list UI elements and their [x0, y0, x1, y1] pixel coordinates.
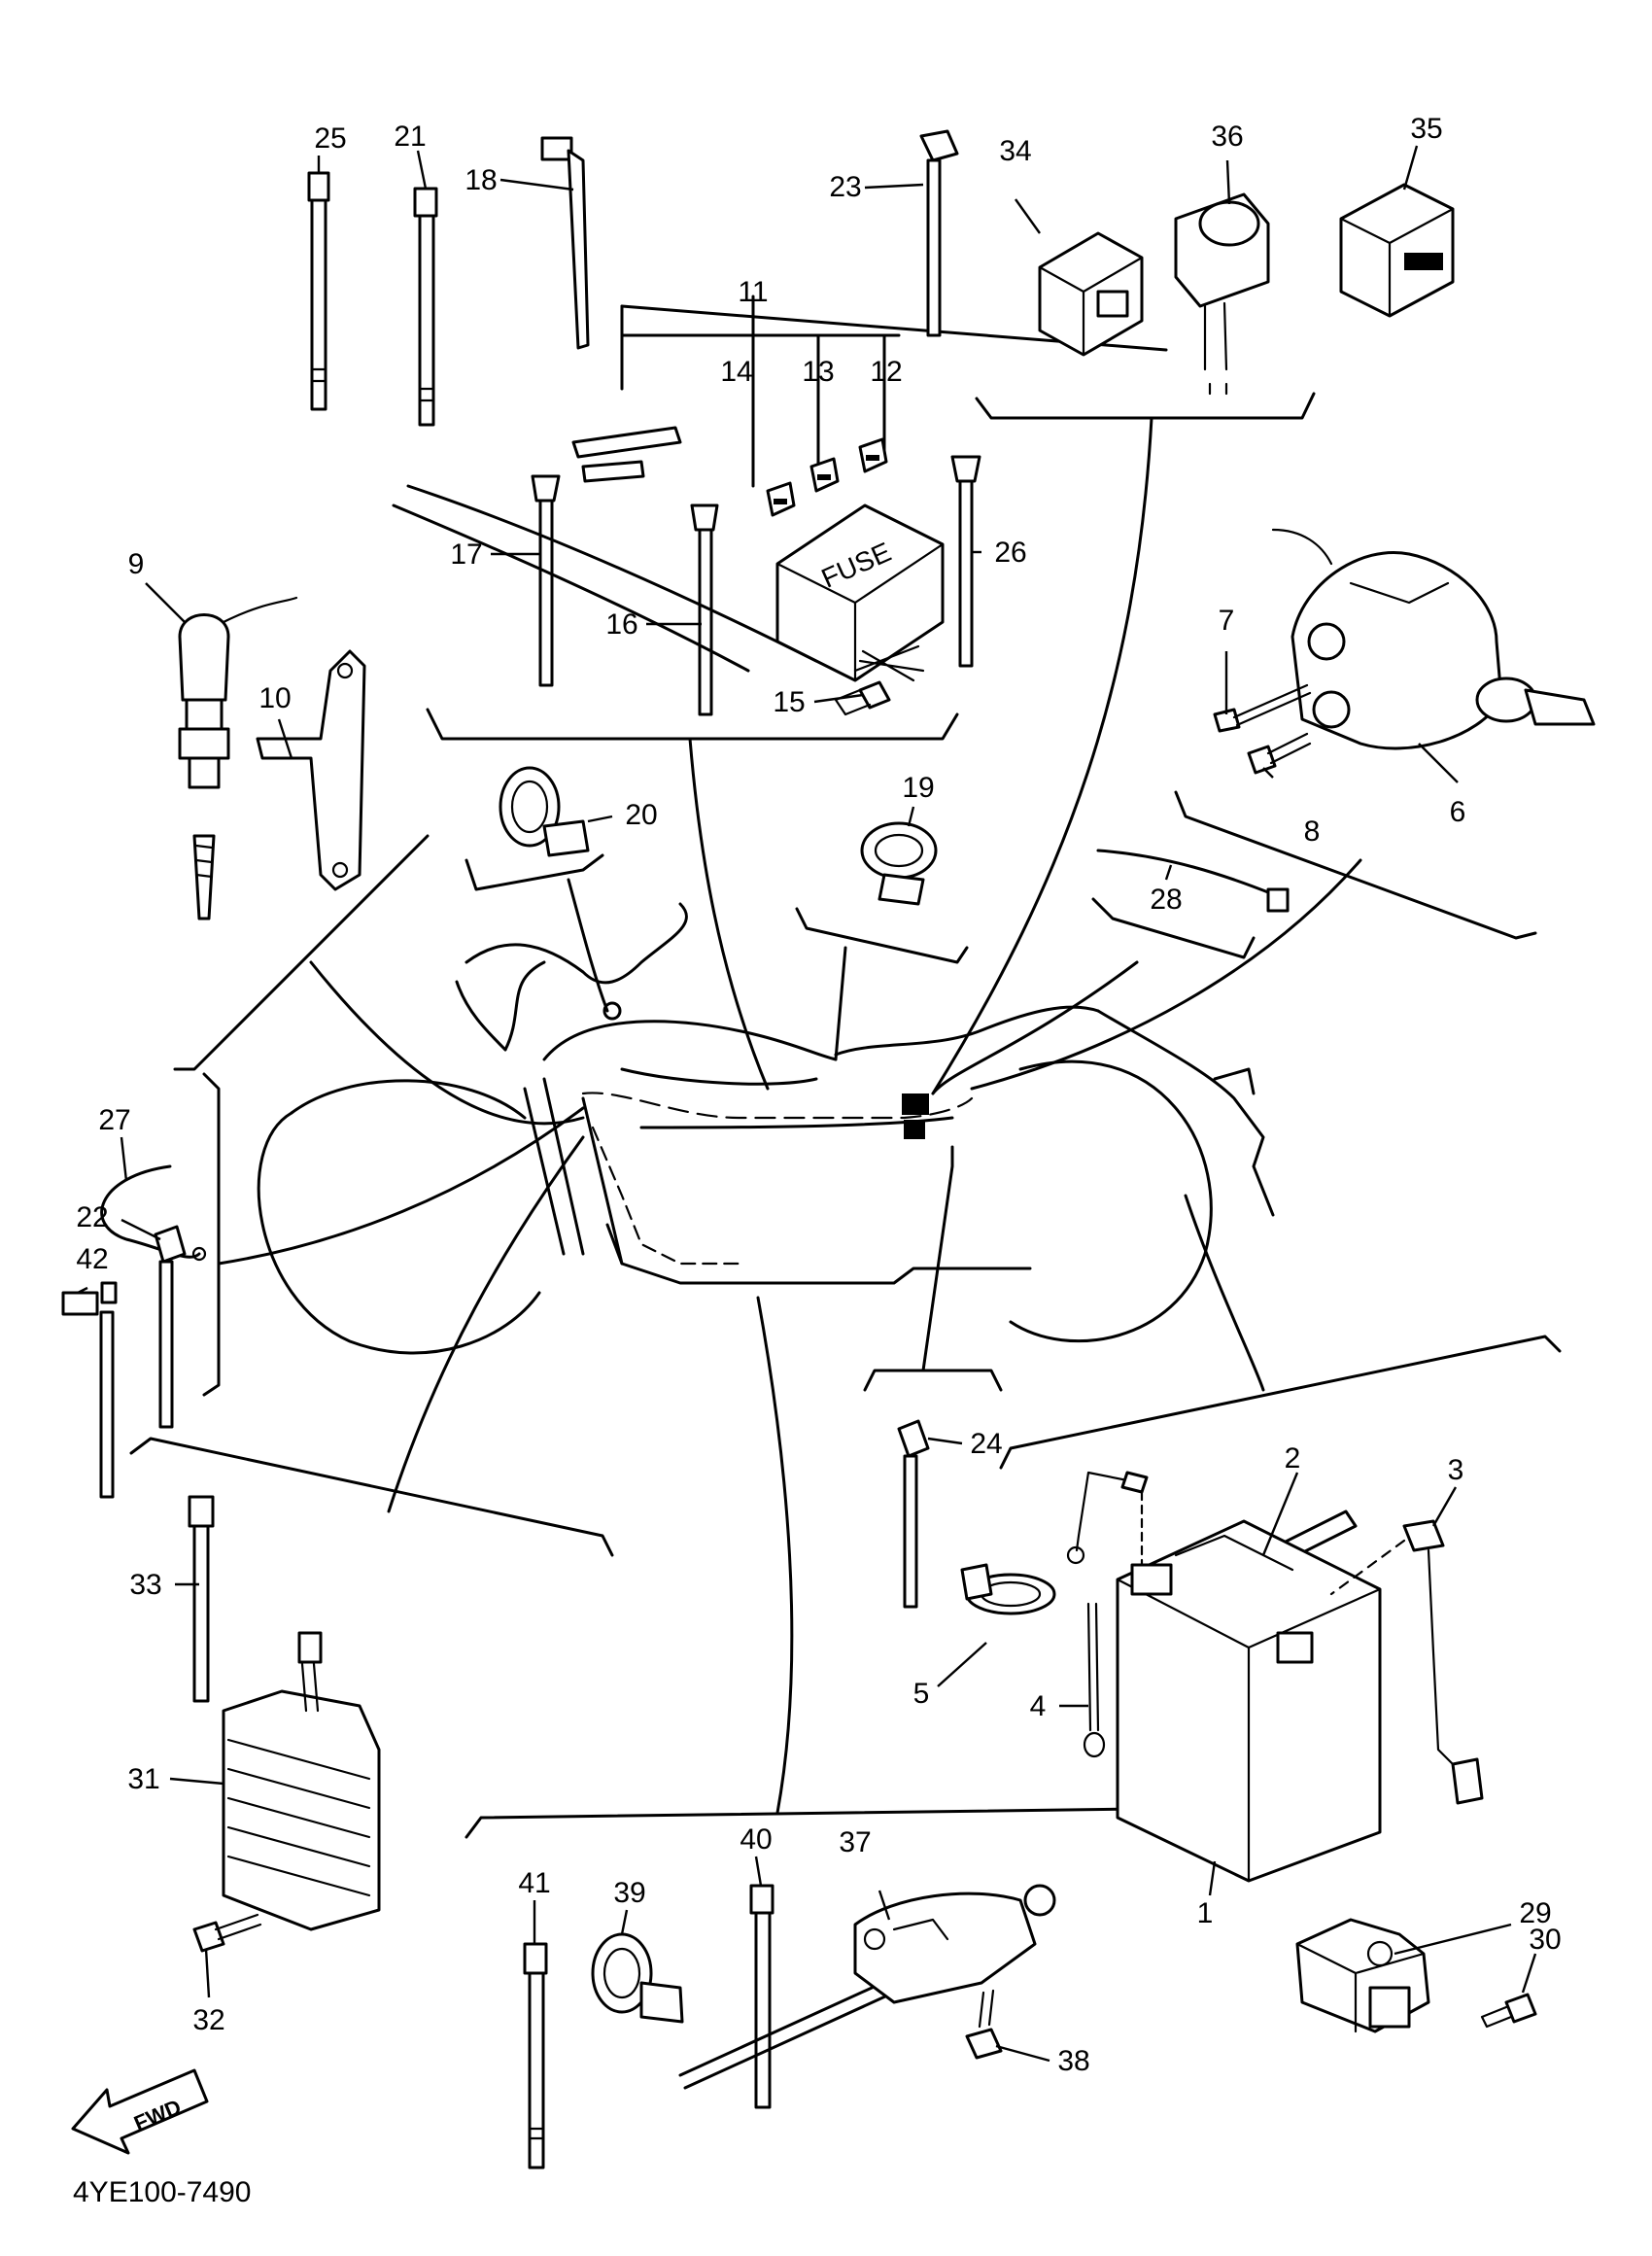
callout-38[interactable]: 38 — [1057, 2045, 1089, 2077]
callout-11[interactable]: 11 — [738, 276, 768, 308]
relay-34[interactable] — [1038, 231, 1144, 357]
fuse-13[interactable] — [809, 457, 840, 493]
callout-33[interactable]: 33 — [129, 1569, 161, 1601]
callout-39[interactable]: 39 — [613, 1877, 645, 1909]
callout-1[interactable]: 1 — [1197, 1897, 1214, 1929]
cable-tie-42[interactable] — [61, 1281, 118, 1499]
callout-24[interactable]: 24 — [970, 1428, 1002, 1460]
wire-harness — [392, 426, 818, 673]
bolt-32[interactable] — [192, 1913, 262, 1953]
callout-37[interactable]: 37 — [839, 1826, 871, 1858]
callout-19[interactable]: 19 — [902, 772, 934, 804]
cable-tie-16[interactable] — [690, 503, 719, 716]
cable-tie-17[interactable] — [531, 474, 561, 687]
battery-1[interactable] — [1116, 1519, 1382, 1883]
band-28[interactable] — [1096, 849, 1290, 913]
flasher-relay-36[interactable] — [1174, 192, 1270, 396]
cable-tie-40[interactable] — [749, 1884, 774, 2109]
callout-10[interactable]: 10 — [258, 682, 291, 714]
forward-arrow-icon: FWD — [71, 2068, 209, 2155]
group-brackets — [129, 295, 1562, 1839]
callout-28[interactable]: 28 — [1150, 884, 1182, 916]
cable-tie-23[interactable] — [919, 129, 959, 337]
cable-tie-33[interactable] — [188, 1495, 215, 1703]
callout-7[interactable]: 7 — [1219, 605, 1235, 637]
battery-cable-3[interactable] — [1329, 1519, 1484, 1805]
band-27[interactable] — [100, 1164, 207, 1262]
relay-35[interactable] — [1339, 183, 1455, 318]
battery-lead-4[interactable] — [1083, 1602, 1106, 1758]
callout-8[interactable]: 8 — [1304, 816, 1321, 848]
cable-tie-21[interactable] — [413, 187, 438, 427]
bolt-38[interactable] — [965, 1989, 1003, 2060]
screw-15[interactable] — [834, 680, 891, 716]
callout-5[interactable]: 5 — [913, 1678, 930, 1710]
cable-tie-25[interactable] — [307, 171, 330, 411]
starter-relay-29[interactable] — [1295, 1918, 1430, 2033]
callout-31[interactable]: 31 — [127, 1763, 159, 1795]
battery-cable-negative[interactable] — [1066, 1471, 1149, 1567]
rectifier-regulator-31[interactable] — [222, 1631, 381, 1931]
cable-tie-41[interactable] — [523, 1942, 548, 2169]
callout-6[interactable]: 6 — [1450, 796, 1466, 828]
callout-23[interactable]: 23 — [829, 171, 861, 203]
clamp-19[interactable] — [860, 821, 938, 906]
catalog-code: 4YE100-7490 — [73, 2176, 252, 2208]
fuse-14[interactable] — [766, 481, 796, 517]
callout-15[interactable]: 15 — [773, 686, 805, 718]
motorcycle-outline — [257, 902, 1275, 1355]
clamp-20[interactable] — [499, 766, 590, 857]
switch-9[interactable] — [178, 596, 298, 920]
bracket-10[interactable] — [256, 649, 366, 891]
callout-26[interactable]: 26 — [994, 537, 1026, 569]
leader-lines — [77, 145, 1537, 2063]
sensor-37[interactable] — [678, 1884, 1056, 2090]
callout-41[interactable]: 41 — [518, 1867, 550, 1899]
cable-tie-26[interactable] — [950, 455, 981, 668]
callout-22[interactable]: 22 — [76, 1201, 108, 1233]
screw-30[interactable] — [1480, 1993, 1537, 2029]
clamp-5[interactable] — [960, 1563, 1056, 1615]
fuse-box[interactable]: FUSE — [775, 503, 945, 682]
fuse-12[interactable] — [858, 437, 888, 473]
callout-21[interactable]: 21 — [394, 121, 426, 153]
callout-9[interactable]: 9 — [128, 548, 145, 580]
clamp-39[interactable] — [591, 1932, 684, 2024]
callout-36[interactable]: 36 — [1211, 121, 1243, 153]
cable-tie-22[interactable] — [154, 1225, 187, 1429]
callout-2[interactable]: 2 — [1285, 1442, 1301, 1475]
callout-20[interactable]: 20 — [625, 799, 657, 831]
callout-14[interactable]: 14 — [720, 356, 752, 388]
callout-labels: 25 21 18 23 34 36 35 11 14 13 12 17 16 2… — [76, 113, 1561, 2077]
callout-13[interactable]: 13 — [802, 356, 834, 388]
cable-tie-24[interactable] — [897, 1419, 930, 1609]
callout-3[interactable]: 3 — [1448, 1454, 1464, 1486]
callout-16[interactable]: 16 — [605, 608, 637, 641]
screw-7[interactable] — [1213, 683, 1312, 733]
callout-27[interactable]: 27 — [98, 1104, 130, 1136]
callout-40[interactable]: 40 — [740, 1823, 772, 1856]
callout-17[interactable]: 17 — [450, 538, 482, 571]
main-switch-6[interactable] — [1271, 528, 1596, 750]
callout-18[interactable]: 18 — [465, 164, 497, 196]
cable-tie-18[interactable] — [540, 136, 590, 350]
callout-35[interactable]: 35 — [1410, 113, 1442, 145]
callout-29[interactable]: 29 — [1519, 1897, 1551, 1929]
callout-42[interactable]: 42 — [76, 1243, 108, 1275]
callout-12[interactable]: 12 — [870, 356, 902, 388]
callout-34[interactable]: 34 — [999, 135, 1031, 167]
callout-4[interactable]: 4 — [1030, 1690, 1047, 1722]
callout-25[interactable]: 25 — [314, 122, 346, 155]
screw-8[interactable] — [1247, 732, 1312, 775]
callout-32[interactable]: 32 — [192, 2004, 224, 2036]
callout-30[interactable]: 30 — [1529, 1924, 1561, 1956]
